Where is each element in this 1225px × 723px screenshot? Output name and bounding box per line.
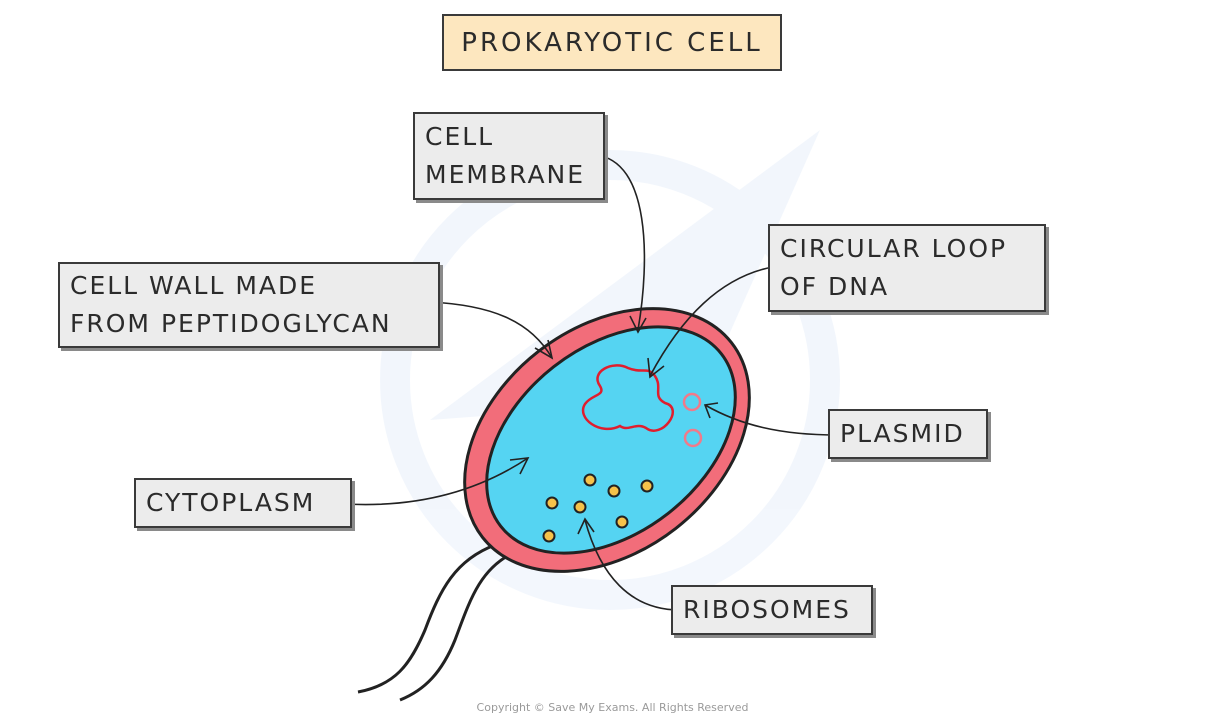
copyright-notice: Copyright © Save My Exams. All Rights Re…: [476, 701, 749, 714]
leader-plasmid: [704, 404, 838, 436]
label-ribosomes: RIBOSOMES: [671, 585, 873, 635]
ribosome: [615, 515, 629, 529]
label-circular-dna: CIRCULAR LOOP OF DNA: [768, 224, 1046, 312]
ribosome: [573, 500, 587, 514]
ribosome: [545, 496, 559, 510]
label-text: MEMBRANE: [425, 160, 586, 189]
ribosome: [640, 479, 654, 493]
leader-cell-wall: [429, 301, 553, 359]
label-plasmid: PLASMID: [828, 409, 988, 459]
label-text: RIBOSOMES: [683, 595, 851, 624]
ribosome: [583, 473, 597, 487]
ribosomes: [542, 473, 654, 543]
label-cell-membrane: CELL MEMBRANE: [413, 112, 605, 200]
cytoplasm: [485, 325, 737, 555]
label-text: OF DNA: [780, 272, 890, 301]
label-cytoplasm: CYTOPLASM: [134, 478, 352, 528]
flagellum-2: [399, 550, 516, 702]
circular-dna: [581, 364, 674, 432]
label-text: CYTOPLASM: [146, 488, 316, 517]
label-text: CIRCULAR LOOP: [780, 234, 1008, 263]
ribosome: [607, 484, 621, 498]
leader-ribosomes: [584, 519, 681, 611]
label-cell-wall: CELL WALL MADE FROM PEPTIDOGLYCAN: [58, 262, 440, 348]
leader-cytoplasm: [344, 457, 529, 506]
leader-lines: [344, 154, 838, 611]
label-text: PLASMID: [840, 419, 965, 448]
label-text: FROM PEPTIDOGLYCAN: [70, 309, 392, 338]
label-text: CELL: [425, 122, 495, 151]
leader-cell-membrane: [594, 154, 646, 331]
label-text: CELL WALL MADE: [70, 271, 318, 300]
diagram-title: PROKARYOTIC CELL: [442, 14, 782, 71]
plasmid-2: [683, 428, 703, 448]
leader-circular-dna: [649, 265, 779, 377]
ribosome: [542, 529, 556, 543]
flagellum-1: [357, 543, 496, 694]
plasmid-1: [682, 392, 702, 412]
